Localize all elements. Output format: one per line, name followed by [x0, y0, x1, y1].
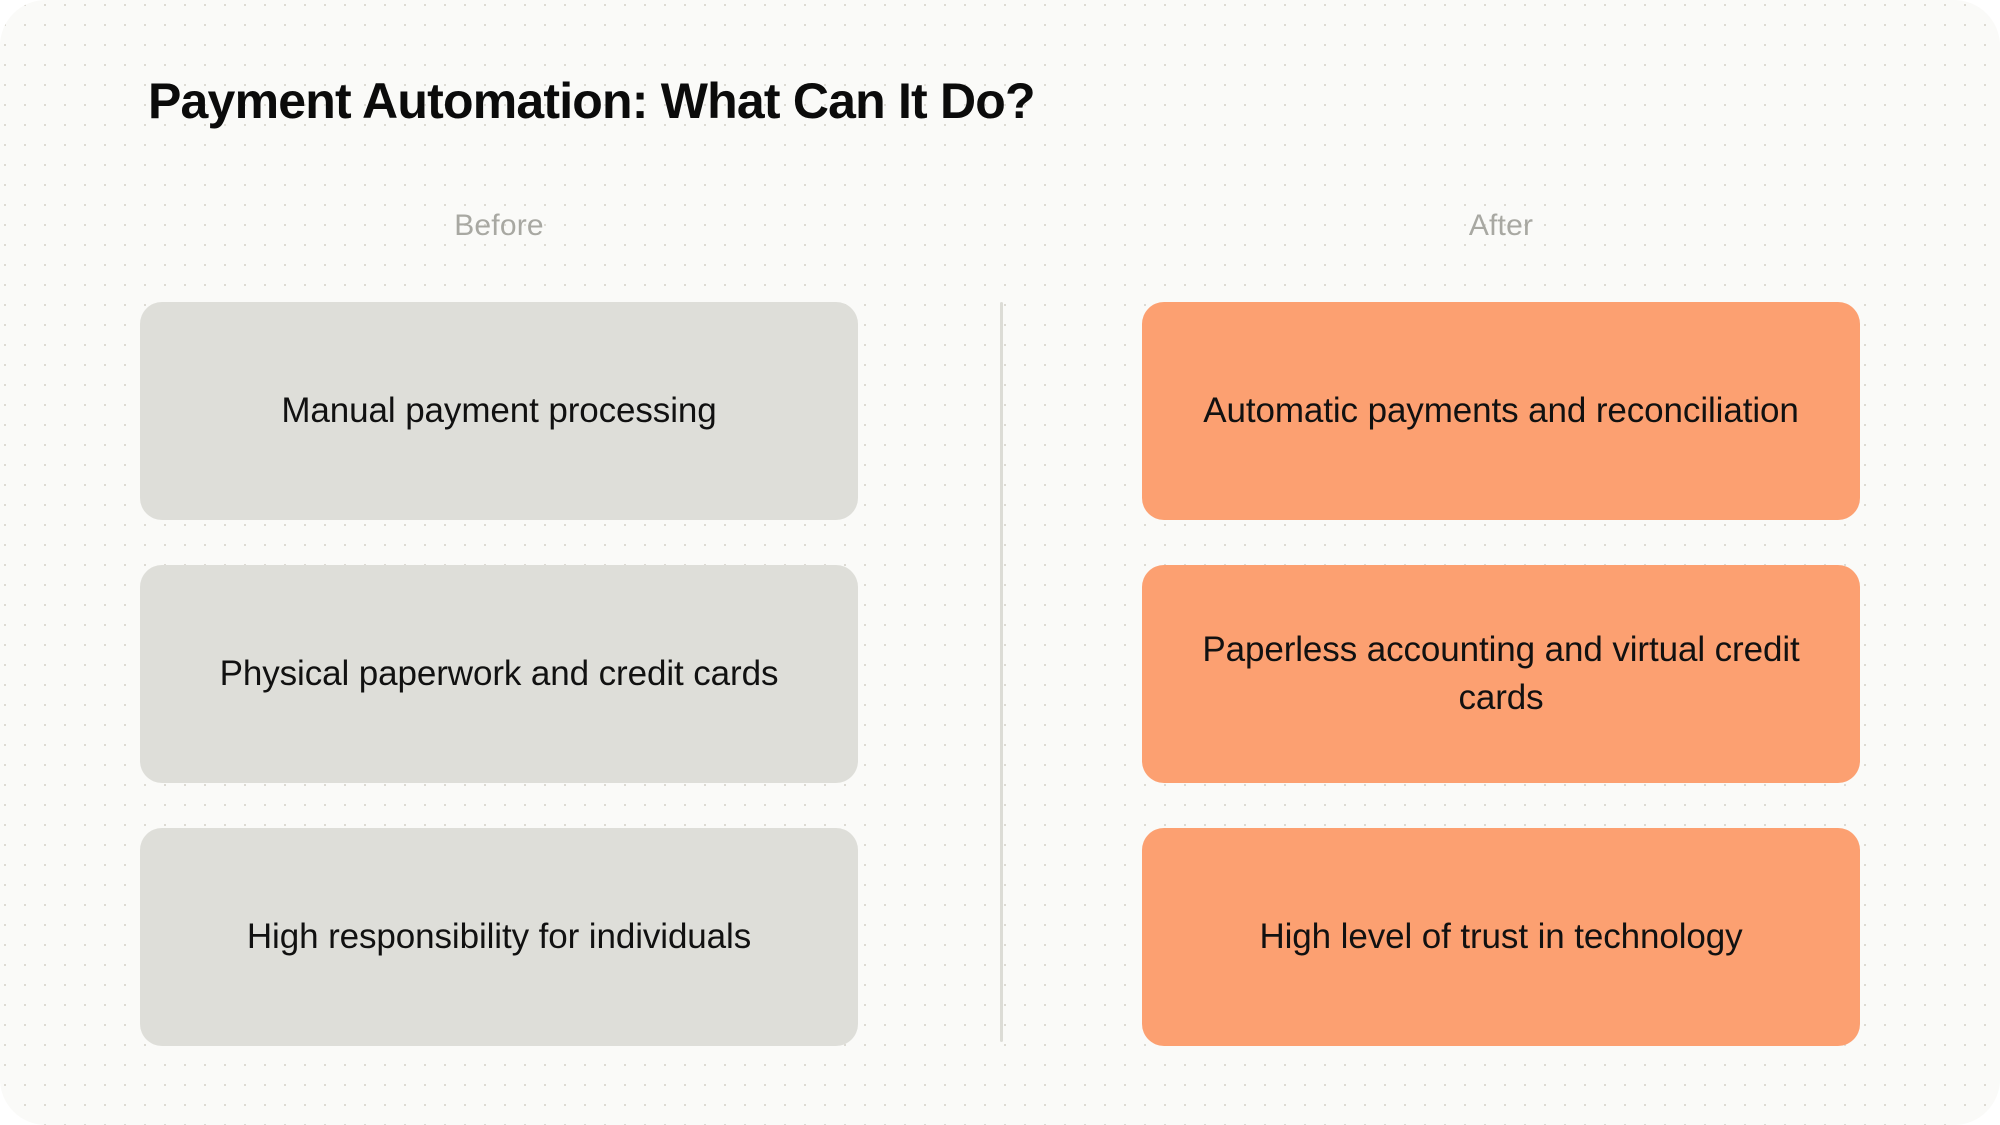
- comparison-columns: Before Manual payment processing Physica…: [140, 200, 1860, 1060]
- page-title: Payment Automation: What Can It Do?: [148, 73, 1036, 129]
- column-divider: [1000, 302, 1003, 1042]
- card-after-3: High level of trust in technology: [1142, 828, 1860, 1046]
- card-after-3-label: High level of trust in technology: [1259, 917, 1743, 957]
- column-header-after: After: [1468, 209, 1534, 242]
- card-after-2: Paperless accounting and virtual credit …: [1142, 565, 1860, 783]
- column-after: After Automatic payments and reconciliat…: [1142, 200, 1860, 1046]
- column-before: Before Manual payment processing Physica…: [140, 200, 858, 1046]
- card-before-1-label: Manual payment processing: [281, 391, 717, 431]
- column-header-before: Before: [454, 209, 544, 242]
- card-stack-after: Automatic payments and reconciliation Pa…: [1142, 302, 1860, 1046]
- card-after-1: Automatic payments and reconciliation: [1142, 302, 1860, 520]
- card-after-1-label: Automatic payments and reconciliation: [1203, 391, 1799, 431]
- card-before-3: High responsibility for individuals: [140, 828, 858, 1046]
- card-after-2-label: Paperless accounting and virtual credit …: [1202, 630, 1800, 717]
- card-before-2-label: Physical paperwork and credit cards: [219, 654, 779, 694]
- card-before-1: Manual payment processing: [140, 302, 858, 520]
- card-stack-before: Manual payment processing Physical paper…: [140, 302, 858, 1046]
- card-before-2: Physical paperwork and credit cards: [140, 565, 858, 783]
- card-before-3-label: High responsibility for individuals: [246, 917, 752, 957]
